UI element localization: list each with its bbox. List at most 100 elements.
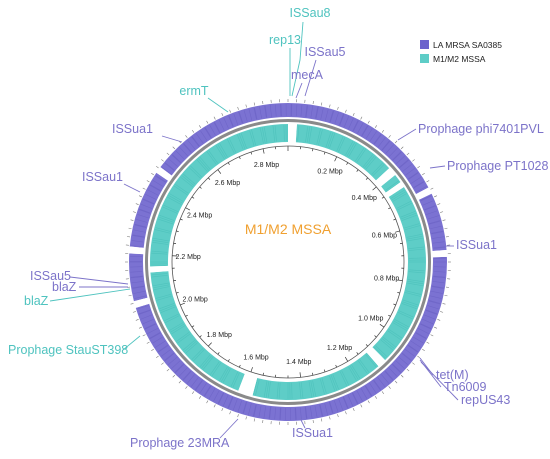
inner-ring-stripe: [362, 154, 374, 168]
outer-ring-stripe: [398, 356, 409, 366]
outer-ring-stripe: [134, 224, 147, 228]
map-title: M1/M2 MSSA: [245, 221, 332, 237]
outer-ring-stripe: [428, 220, 441, 224]
outer-ring-stripe: [248, 108, 253, 121]
outer-ring-stripe: [361, 125, 368, 136]
outer-ring-stripe: [280, 104, 282, 117]
annotation-label: Prophage 23MRA: [130, 436, 230, 450]
inner-ring-stripe: [230, 371, 239, 387]
outer-ring-stripe: [407, 344, 419, 352]
inner-ring-segment: [150, 271, 245, 391]
outer-ring-stripe: [137, 305, 149, 310]
scale-tick: [180, 218, 183, 221]
scale-tick: [323, 151, 326, 155]
annotation-leader: [397, 128, 417, 141]
outer-ring-stripe: [422, 318, 434, 325]
outer-tick: [245, 104, 247, 108]
inner-ring-stripe: [407, 279, 424, 283]
outer-ring-stripe: [149, 184, 161, 192]
outer-ring-stripe: [413, 181, 425, 189]
outer-ring-stripe: [305, 105, 308, 118]
outer-tick: [400, 146, 404, 150]
outer-tick: [367, 120, 370, 124]
outer-ring-stripe: [191, 136, 200, 147]
inner-ring-stripe: [184, 340, 197, 352]
outer-ring-stripe: [373, 133, 382, 145]
outer-ring-stripe: [165, 162, 175, 171]
outer-ring-stripe: [233, 113, 239, 125]
outer-ring-stripe: [150, 184, 161, 191]
inner-ring-stripe: [339, 371, 348, 386]
outer-ring-stripe: [388, 367, 398, 377]
outer-tick: [417, 355, 421, 359]
outer-ring-stripe: [213, 122, 220, 134]
inner-ring-stripe: [190, 165, 203, 178]
inner-ring-stripe: [152, 239, 169, 244]
outer-tick: [320, 102, 323, 106]
outer-ring-stripe: [175, 364, 185, 374]
outer-tick: [434, 326, 438, 329]
outer-ring-stripe: [155, 175, 167, 183]
outer-ring-stripe: [149, 332, 161, 339]
outer-ring-stripe: [347, 395, 354, 407]
outer-tick: [430, 187, 434, 190]
outer-tick: [374, 396, 378, 399]
inner-ring-stripe: [299, 382, 302, 399]
scale-tick: [372, 186, 377, 191]
inner-ring-stripe: [176, 331, 190, 342]
outer-ring-stripe: [431, 285, 444, 289]
outer-ring-stripe: [190, 377, 199, 387]
backbone-circle: [145, 119, 431, 405]
outer-ring-stripe: [433, 247, 446, 249]
scale-tick-label: 1.4 Mbp: [286, 359, 311, 366]
annotation-leader: [219, 418, 239, 439]
outer-ring-stripe: [305, 105, 308, 118]
outer-ring-stripe: [161, 349, 172, 357]
inner-ring-stripe: [227, 139, 235, 154]
outer-ring-stripe: [238, 111, 244, 124]
scale-tick: [299, 372, 301, 378]
inner-ring-stripe: [308, 381, 313, 397]
outer-ring-gap: [415, 187, 433, 201]
outer-tick: [352, 112, 355, 116]
outer-ring-stripe: [138, 310, 151, 315]
annotation-label: Tn6009: [444, 380, 486, 394]
scale-tick-label: 0.8 Mbp: [374, 276, 399, 283]
outer-ring-stripe: [264, 105, 267, 118]
inner-ring-stripe: [405, 292, 421, 297]
inner-ring-stripe: [404, 225, 421, 231]
inner-ring-stripe: [356, 148, 367, 163]
inner-ring-stripe: [198, 158, 210, 171]
scale-tick-label: 1.2 Mbp: [327, 345, 352, 352]
outer-ring-stripe: [399, 159, 409, 169]
outer-ring-stripe: [171, 154, 181, 164]
outer-ring-stripe: [131, 281, 144, 284]
outer-ring-stripe: [433, 275, 446, 278]
outer-ring-stripe: [425, 309, 438, 315]
annotation-label: blaZ: [52, 280, 77, 294]
annotation-label: ISSau8: [289, 6, 330, 20]
inner-ring-stripe: [348, 366, 357, 381]
inner-ring-segment: [252, 352, 379, 401]
outer-ring-stripe: [138, 209, 151, 214]
outer-ring-stripe: [413, 336, 424, 344]
inner-ring-stripe: [336, 136, 344, 152]
inner-ring-stripe: [386, 182, 400, 193]
outer-ring-stripe: [132, 234, 145, 238]
annotation-label: Prophage PT1028: [447, 159, 549, 173]
outer-tick: [146, 180, 150, 183]
outer-ring-stripe: [243, 110, 248, 122]
inner-ring-stripe: [153, 237, 169, 242]
inner-ring-stripe: [310, 380, 315, 397]
outer-ring-stripe: [144, 323, 156, 330]
inner-ring-stripe: [398, 310, 414, 318]
outer-ring-stripe: [143, 198, 155, 204]
inner-ring-stripe: [341, 370, 349, 385]
inner-ring-stripe: [402, 301, 418, 308]
scale-tick: [199, 335, 202, 338]
outer-tick: [337, 106, 339, 110]
outer-ring-stripe: [429, 295, 442, 299]
inner-ring-stripe: [191, 347, 204, 360]
scale-tick-label: 1.6 Mbp: [243, 354, 268, 361]
inner-ring-stripe: [401, 303, 417, 310]
